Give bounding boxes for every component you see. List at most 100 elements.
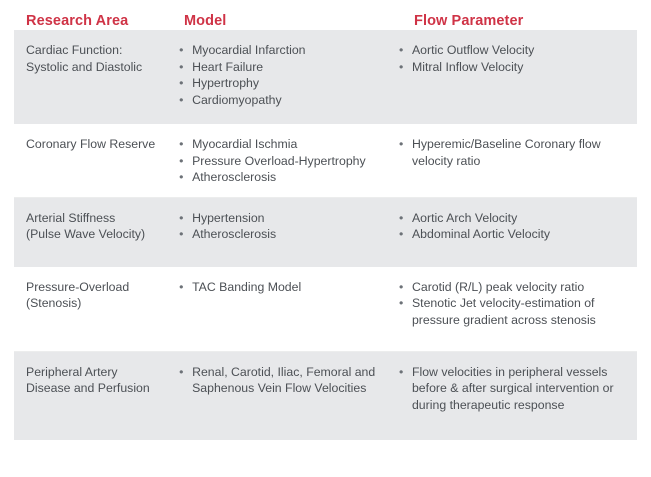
list-item: • Renal, Carotid, Iliac, Femoral and Saph… bbox=[179, 364, 393, 397]
bullet-icon: • bbox=[179, 92, 184, 107]
cell-flow-parameter: • Carotid (R/L) peak velocity ratio • Steno… bbox=[399, 267, 637, 341]
list-item: •Mitral Inflow Velocity bbox=[399, 59, 631, 76]
research-area-text: Cardiac Function: Systolic and Diastolic bbox=[26, 42, 173, 75]
model-list: • Myocardial Ischmia • Pressure Overload-Hy… bbox=[179, 136, 393, 186]
list-item: • Hyperemic/Baseline Coronary flow veloci… bbox=[399, 136, 631, 169]
bullet-icon: • bbox=[179, 170, 184, 184]
column-header-research-area: Research Area bbox=[26, 13, 129, 29]
bullet-icon: • bbox=[179, 153, 184, 168]
research-area-line: Cardiac Function: bbox=[26, 43, 123, 57]
list-item: • Aortic Arch Velocity bbox=[399, 210, 631, 227]
bullet-icon: • bbox=[179, 59, 184, 74]
model-label: TAC Banding Model bbox=[192, 279, 302, 294]
bullet-icon: • bbox=[179, 76, 184, 90]
cell-model: • Hypertension • Atherosclerosis bbox=[179, 198, 399, 255]
cell-flow-parameter: • Aortic Outflow Velocity •Mitral Inflow V… bbox=[399, 30, 637, 87]
cell-research-area: Arterial Stiffness(Pulse Wave Velocity) bbox=[14, 198, 179, 255]
cell-research-area: Pressure-Overload(Stenosis) bbox=[14, 267, 179, 324]
flow-parameter-list: • Carotid (R/L) peak velocity ratio • Steno… bbox=[399, 279, 631, 329]
research-area-line: Systolic and Diastolic bbox=[26, 59, 143, 74]
flow-parameter-label: Aortic Outflow Velocity bbox=[411, 43, 535, 57]
model-label: Atherosclerosis bbox=[192, 227, 277, 241]
bullet-icon: • bbox=[398, 296, 404, 310]
flow-parameter-label: Abdominal Aortic Velocity bbox=[411, 227, 551, 241]
list-item: • Heart Failure bbox=[179, 59, 393, 76]
flow-parameter-label: Hyperemic/Baseline Coronary flow velocit… bbox=[411, 137, 601, 168]
bullet-icon: • bbox=[398, 364, 404, 379]
research-area-line: Coronary Flow Reserve bbox=[26, 137, 156, 151]
bullet-icon: • bbox=[398, 137, 404, 151]
flow-parameter-label: Aortic Arch Velocity bbox=[411, 210, 518, 225]
bullet-icon: • bbox=[398, 210, 404, 225]
bullet-icon: • bbox=[179, 227, 184, 241]
model-label: Hypertrophy bbox=[192, 76, 260, 90]
model-label: Hypertension bbox=[192, 210, 265, 225]
research-area-line: Peripheral Artery bbox=[26, 364, 118, 379]
table-body: Cardiac Function: Systolic and Diastolic •… bbox=[0, 30, 651, 440]
flow-parameter-list: • Flow velocities in peripheral vessels b… bbox=[399, 364, 631, 414]
cell-model: • Myocardial Ischmia • Pressure Overload-Hy… bbox=[179, 124, 399, 198]
list-item: • Carotid (R/L) peak velocity ratio bbox=[399, 279, 631, 296]
column-header-flow-parameter: Flow Parameter bbox=[414, 13, 524, 29]
list-item: • Atherosclerosis bbox=[179, 169, 393, 186]
table-row: Pressure-Overload(Stenosis)•TAC Banding … bbox=[14, 266, 637, 352]
list-item: • Atherosclerosis bbox=[179, 226, 393, 243]
model-list: • TAC Banding Model bbox=[179, 279, 393, 296]
list-item: • Flow velocities in peripheral vessels b… bbox=[399, 364, 631, 414]
cell-model: • Renal, Carotid, Iliac, Femoral and Saph… bbox=[179, 352, 399, 409]
list-item: • Stenotic Jet velocity-estimation of pre… bbox=[399, 295, 631, 328]
table-row: Arterial Stiffness(Pulse Wave Velocity) •… bbox=[14, 197, 637, 267]
model-label: Atherosclerosis bbox=[192, 170, 277, 184]
list-item: • Hypertrophy bbox=[179, 75, 393, 92]
bullet-icon: • bbox=[398, 227, 404, 241]
table-row: Coronary Flow Reserve • Myocardial Ischmia… bbox=[14, 124, 637, 198]
research-area-text: Arterial Stiffness(Pulse Wave Velocity) bbox=[26, 210, 173, 243]
model-list: • Myocardial Infarction • Heart Failure • Hyp… bbox=[179, 42, 393, 108]
bullet-icon: • bbox=[179, 279, 184, 294]
model-label: Myocardial Infarction bbox=[192, 43, 306, 57]
bullet-icon: • bbox=[398, 279, 404, 294]
bullet-icon: • bbox=[398, 43, 404, 57]
flow-parameter-list: • Aortic Outflow Velocity •Mitral Inflow V… bbox=[399, 42, 631, 75]
cell-model: • TAC Banding Model bbox=[179, 267, 399, 308]
table-header-row: Research Area Model Flow Parameter bbox=[0, 0, 651, 30]
model-list: • Renal, Carotid, Iliac, Femoral and Saph… bbox=[179, 364, 393, 397]
list-item: • Pressure Overload-Hypertrophy bbox=[179, 153, 393, 170]
list-item: • Cardiomyopathy bbox=[179, 92, 393, 109]
model-label: Renal, Carotid, Iliac, Femoral and Saphe… bbox=[192, 364, 376, 396]
column-header-model: Model bbox=[184, 13, 227, 29]
bullet-icon: • bbox=[179, 364, 184, 379]
flow-parameter-list: • Aortic Arch Velocity • Abdominal Aortic V… bbox=[399, 210, 631, 243]
model-label: Cardiomyopathy bbox=[192, 92, 282, 107]
model-list: • Hypertension • Atherosclerosis bbox=[179, 210, 393, 243]
list-item: • TAC Banding Model bbox=[179, 279, 393, 296]
research-area-text: Coronary Flow Reserve bbox=[26, 136, 173, 153]
cell-research-area: Cardiac Function: Systolic and Diastolic bbox=[14, 30, 179, 87]
bullet-icon: • bbox=[179, 43, 184, 57]
list-item: • Aortic Outflow Velocity bbox=[399, 42, 631, 59]
flow-parameter-list: • Hyperemic/Baseline Coronary flow veloci… bbox=[399, 136, 631, 169]
research-area-line: Disease and Perfusion bbox=[26, 381, 150, 395]
list-item: • Myocardial Infarction bbox=[179, 42, 393, 59]
list-item: • Hypertension bbox=[179, 210, 393, 227]
research-area-line: (Pulse Wave Velocity) bbox=[26, 227, 146, 241]
model-label: Pressure Overload-Hypertrophy bbox=[192, 153, 366, 168]
flow-parameter-label: Flow velocities in peripheral vessels be… bbox=[411, 364, 614, 412]
bullet-icon: • bbox=[179, 210, 184, 225]
flow-parameter-label: Stenotic Jet velocity-estimation of pres… bbox=[411, 296, 596, 327]
table-row: Cardiac Function: Systolic and Diastolic •… bbox=[14, 30, 637, 124]
flow-parameter-label: Carotid (R/L) peak velocity ratio bbox=[411, 279, 585, 294]
list-item: • Abdominal Aortic Velocity bbox=[399, 226, 631, 243]
cell-flow-parameter: • Flow velocities in peripheral vessels b… bbox=[399, 352, 637, 426]
cell-research-area: Coronary Flow Reserve bbox=[14, 124, 179, 165]
list-item: • Myocardial Ischmia bbox=[179, 136, 393, 153]
model-label: Myocardial Ischmia bbox=[192, 137, 298, 151]
cell-flow-parameter: • Aortic Arch Velocity • Abdominal Aortic V… bbox=[399, 198, 637, 255]
research-area-line: Pressure-Overload bbox=[26, 279, 130, 294]
model-label: Heart Failure bbox=[192, 59, 264, 74]
bullet-icon: • bbox=[179, 137, 184, 151]
